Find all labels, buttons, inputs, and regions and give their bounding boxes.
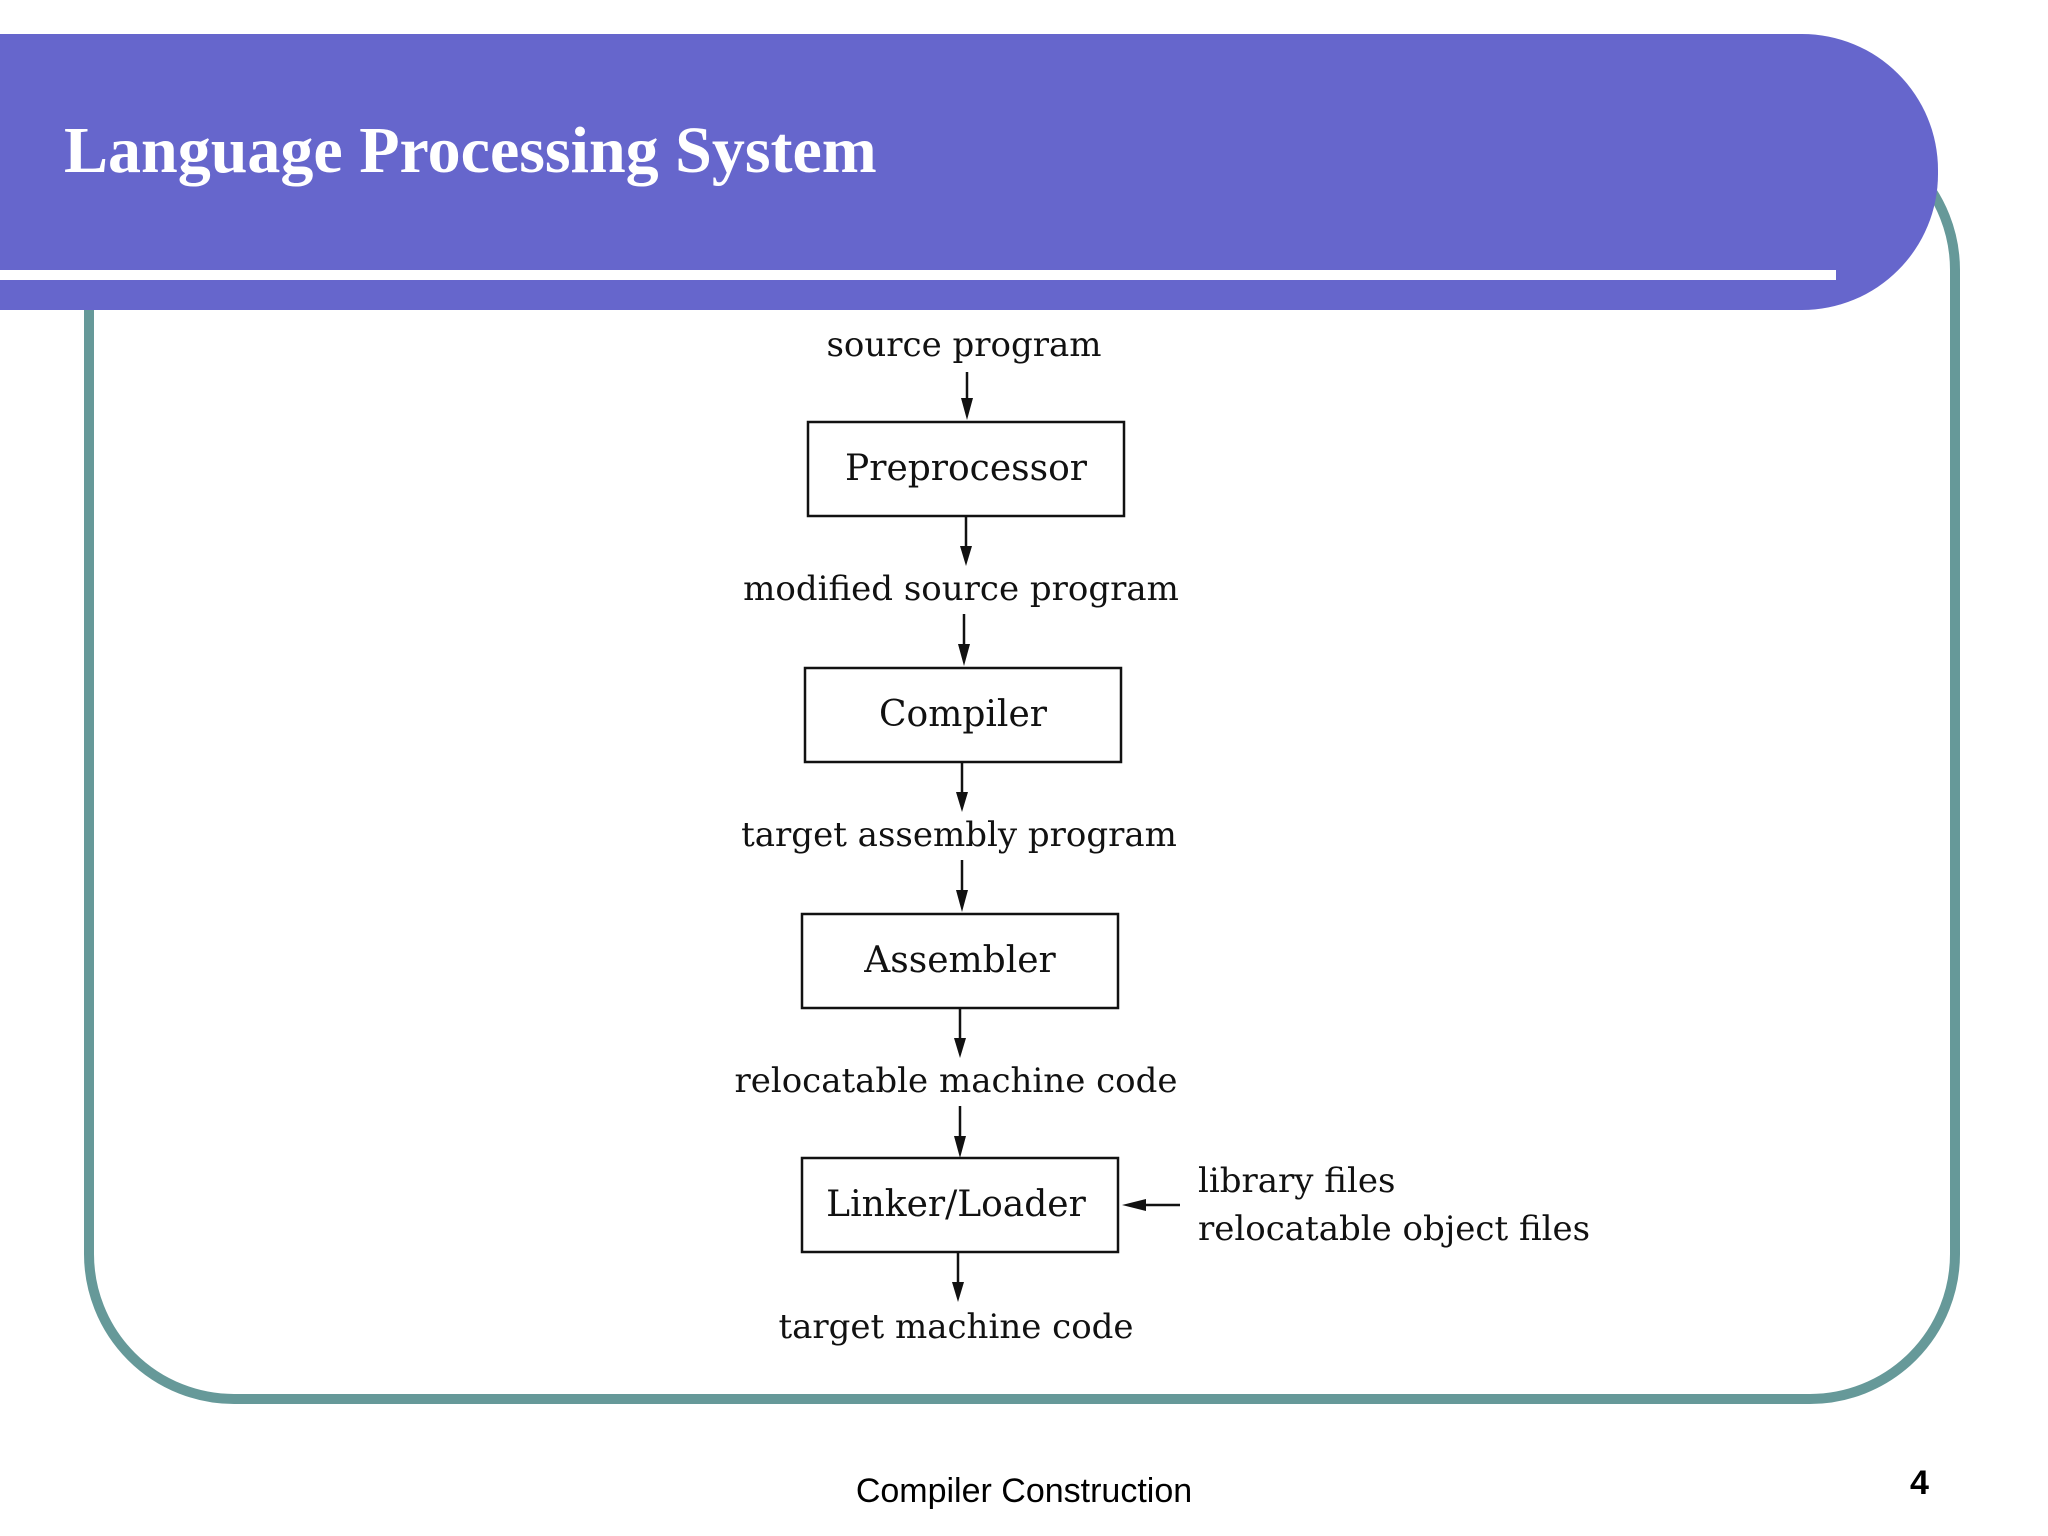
relocatable-object-files-label: relocatable object files (1198, 1209, 1590, 1249)
target-machine-label: target machine code (778, 1307, 1133, 1347)
input-label: source program (826, 325, 1101, 365)
arrowhead-assembly-to-assembler (956, 890, 968, 912)
modified-source-label: modified source program (743, 569, 1179, 609)
banner-underline (0, 270, 1836, 280)
arrowhead-input-to-preprocessor (961, 398, 973, 420)
target-assembly-label: target assembly program (741, 815, 1177, 855)
slide-footer: Compiler Construction (855, 1472, 1193, 1510)
compiler-label: Compiler (879, 694, 1048, 735)
arrowhead-preprocessor-to-output (960, 546, 972, 566)
library-files-label: library files (1198, 1161, 1395, 1201)
arrowhead-relocatable-to-linker (954, 1136, 966, 1158)
compiler-box (803, 666, 1123, 764)
arrowhead-compiler-to-output (956, 792, 968, 812)
title-banner (0, 34, 1938, 310)
relocatable-machine-label: relocatable machine code (734, 1061, 1177, 1101)
slide-title: Language Processing System (64, 114, 877, 187)
assembler-label: Assembler (863, 940, 1056, 981)
linker-loader-label: Linker/Loader (826, 1184, 1086, 1225)
arrowhead-modified-to-compiler (958, 644, 970, 666)
assembler-box (800, 912, 1120, 1010)
arrowhead-side-inputs-to-linker (1122, 1199, 1146, 1211)
page-number: 4 (1910, 1464, 1929, 1502)
preprocessor-label: Preprocessor (845, 448, 1088, 489)
linker-loader-box (800, 1156, 1120, 1254)
arrowhead-linker-to-output (952, 1282, 964, 1302)
arrowhead-assembler-to-output (954, 1038, 966, 1058)
preprocessor-box (806, 420, 1126, 518)
